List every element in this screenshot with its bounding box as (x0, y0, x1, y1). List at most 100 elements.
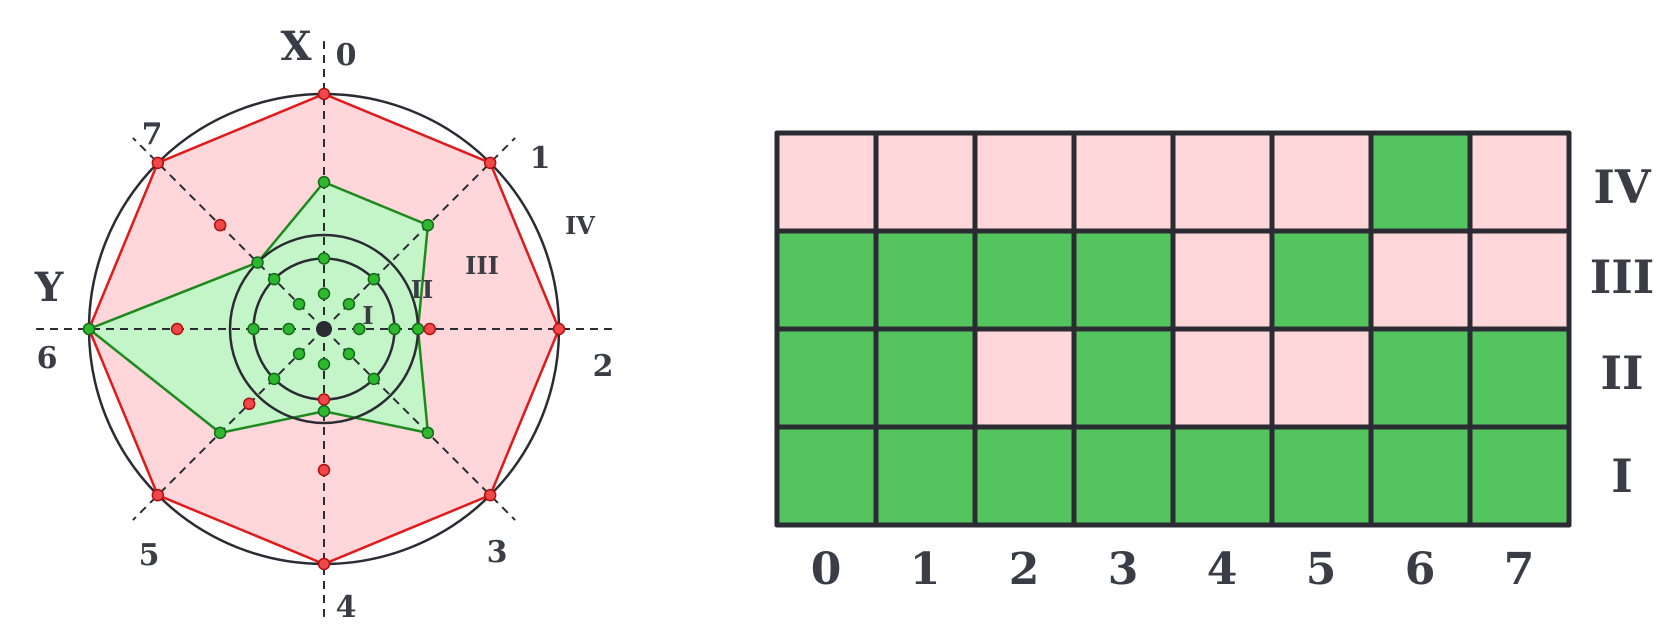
grid-cell-0-6 (1371, 133, 1470, 231)
red-marker-6-1 (170, 322, 184, 336)
grid-cell-3-0 (777, 427, 876, 525)
spoke-7 (132, 137, 325, 330)
column-label-6: 6 (1405, 544, 1436, 595)
green-marker-6-0 (282, 322, 295, 336)
green-marker-5-2 (213, 426, 227, 440)
grid-cell-2-7 (1470, 329, 1569, 427)
column-label-0: 0 (811, 544, 842, 595)
grid-cell-2-1 (876, 329, 975, 427)
green-marker-4-0 (317, 358, 331, 371)
grid-cell-3-2 (975, 427, 1074, 525)
red-marker-2-0 (552, 322, 566, 336)
spoke-label-5: 5 (139, 538, 160, 573)
grid-cell-1-6 (1371, 231, 1470, 329)
column-label-4: 4 (1207, 544, 1238, 595)
column-label-5: 5 (1306, 544, 1337, 595)
grid-cells (777, 133, 1569, 525)
red-marker-0-0 (317, 87, 331, 101)
green-marker-5-1 (267, 372, 281, 386)
grid-cell-0-4 (1173, 133, 1272, 231)
grid-cell-3-7 (1470, 427, 1569, 525)
grid-cell-1-2 (975, 231, 1074, 329)
spoke-3 (323, 328, 516, 521)
grid-cell-0-5 (1272, 133, 1371, 231)
ring-label-iii: III (465, 251, 499, 280)
green-marker-1-2 (421, 218, 435, 232)
grid-cell-2-5 (1272, 329, 1371, 427)
red-marker-4-1 (317, 393, 331, 406)
grid-cell-1-5 (1272, 231, 1371, 329)
green-marker-3-2 (421, 426, 435, 440)
green-marker-4-1 (317, 405, 331, 418)
column-label-1: 1 (910, 544, 941, 595)
red-marker-7-1 (213, 218, 227, 232)
green-marker-7-0 (292, 297, 306, 311)
grid-cell-1-7 (1470, 231, 1569, 329)
green-marker-3-1 (367, 372, 381, 386)
radar-diagram: X Y 0 1 2 3 4 5 6 7 I II III IV (34, 23, 614, 625)
ring-label-ii: II (411, 275, 433, 304)
red-marker-3-0 (483, 488, 497, 502)
red-marker-5-0 (151, 488, 165, 502)
grid-cell-2-3 (1074, 329, 1173, 427)
spoke-label-2: 2 (593, 349, 614, 384)
grid-cell-3-4 (1173, 427, 1272, 525)
grid-cell-3-3 (1074, 427, 1173, 525)
grid-cell-3-6 (1371, 427, 1470, 525)
green-marker-0-2 (317, 175, 331, 189)
ring-label-i: I (362, 301, 373, 330)
green-marker-5-0 (292, 347, 306, 361)
grid-diagram: 0 1 2 3 4 5 6 7 IV III II I (774, 130, 1655, 595)
spoke-label-4: 4 (336, 590, 357, 625)
grid-cell-3-1 (876, 427, 975, 525)
green-marker-3-0 (342, 347, 356, 361)
green-marker-2-0 (353, 322, 366, 336)
grid-cell-0-7 (1470, 133, 1569, 231)
level-markers (82, 87, 566, 571)
green-marker-2-1 (388, 322, 401, 336)
red-marker-4-2 (317, 463, 331, 477)
red-marker-2-1 (423, 322, 436, 336)
ring-label-iv: IV (565, 211, 595, 240)
column-label-7: 7 (1504, 544, 1535, 595)
grid-cell-1-3 (1074, 231, 1173, 329)
red-marker-4-0 (317, 557, 331, 571)
grid-cell-0-3 (1074, 133, 1173, 231)
green-marker-7-1 (267, 272, 281, 286)
grid-cell-1-0 (777, 231, 876, 329)
grid-lines (774, 130, 1572, 528)
green-marker-6-2 (82, 322, 96, 336)
grid-cell-2-4 (1173, 329, 1272, 427)
spoke-label-3: 3 (487, 535, 508, 570)
red-marker-7-0 (151, 156, 165, 170)
center-point (316, 321, 332, 337)
spoke-label-1: 1 (530, 141, 551, 176)
green-marker-0-0 (317, 287, 331, 300)
row-label-i: I (1611, 449, 1633, 503)
row-label-iv: IV (1593, 160, 1652, 214)
grid-cell-2-0 (777, 329, 876, 427)
spoke-label-6: 6 (37, 341, 58, 376)
spoke-label-0: 0 (336, 38, 357, 73)
grid-cell-1-4 (1173, 231, 1272, 329)
spoke-5 (132, 328, 325, 521)
grid-cell-0-2 (975, 133, 1074, 231)
spoke-1 (323, 137, 516, 330)
grid-cell-3-5 (1272, 427, 1371, 525)
grid-cell-2-6 (1371, 329, 1470, 427)
grid-cell-2-2 (975, 329, 1074, 427)
green-marker-1-1 (367, 272, 381, 286)
column-label-2: 2 (1009, 544, 1040, 595)
red-marker-5-1 (242, 397, 256, 411)
x-axis-label: X (280, 23, 311, 70)
row-label-iii: III (1590, 250, 1655, 304)
green-marker-1-0 (342, 297, 356, 311)
row-label-ii: II (1600, 346, 1643, 400)
grid-cell-0-0 (777, 133, 876, 231)
grid-cell-0-1 (876, 133, 975, 231)
green-marker-2-2 (411, 322, 425, 336)
red-marker-1-0 (483, 156, 497, 170)
grid-cell-1-1 (876, 231, 975, 329)
green-marker-6-1 (247, 322, 260, 336)
